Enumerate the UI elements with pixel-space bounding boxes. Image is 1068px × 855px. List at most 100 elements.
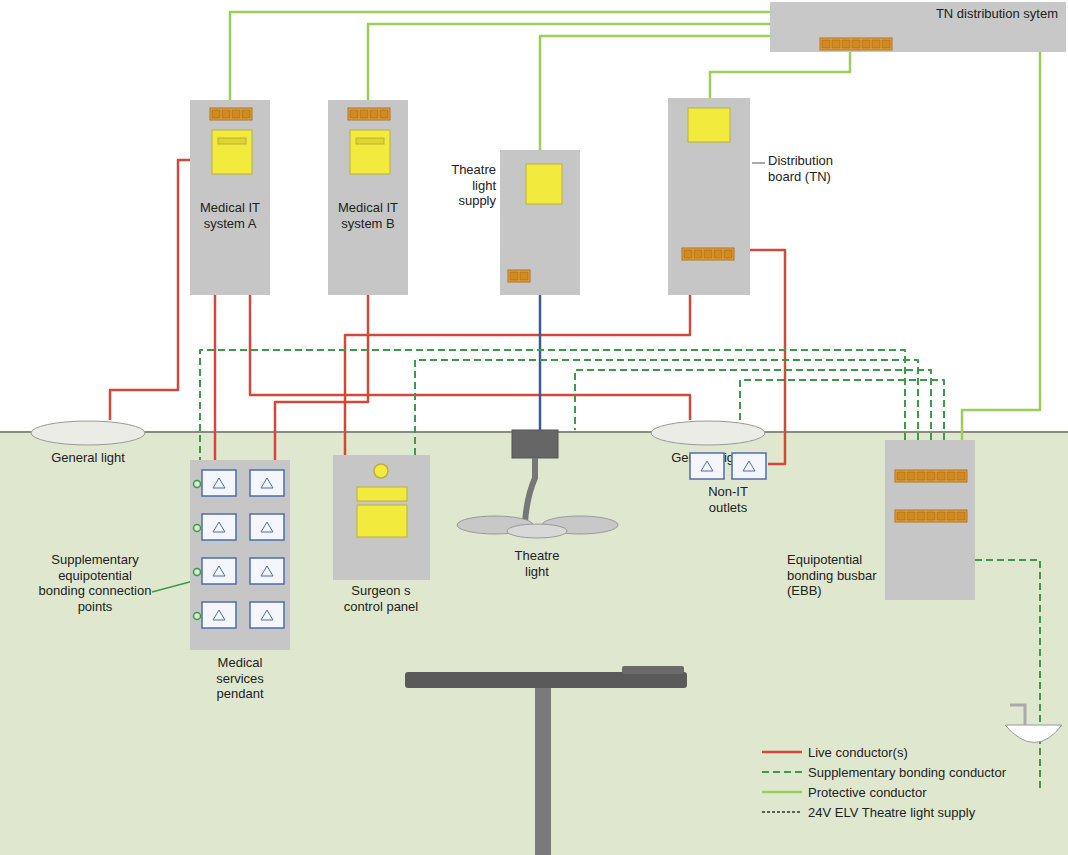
terminal	[520, 272, 528, 280]
terminal-block	[895, 510, 967, 522]
terminal	[957, 512, 965, 520]
node-decoration	[688, 452, 768, 480]
terminal	[897, 512, 905, 520]
legend-sample	[762, 747, 802, 757]
socket-pins	[261, 610, 273, 620]
socket-outlet	[250, 470, 284, 496]
lamp-shape	[31, 421, 145, 445]
node-decoration	[190, 460, 290, 650]
terminal	[212, 110, 220, 118]
terminal	[917, 472, 925, 480]
socket-pins	[213, 522, 225, 532]
component-block	[212, 130, 252, 174]
node-decoration	[190, 100, 270, 295]
terminal-block	[210, 108, 252, 120]
socket-pins	[743, 461, 755, 471]
legend-row: 24V ELV Theatre light supply	[762, 802, 1006, 822]
control-panel-box: Surgeon s control panel	[333, 455, 430, 580]
conductor-wire	[740, 380, 944, 440]
connection-point	[194, 613, 201, 620]
terminal	[380, 110, 388, 118]
terminal	[232, 110, 240, 118]
node-decoration	[885, 440, 975, 600]
terminal	[937, 512, 945, 520]
node-label: Equipotential bonding busbar (EBB)	[787, 552, 879, 599]
general-light: General light	[650, 420, 766, 446]
connection-point	[194, 481, 201, 488]
conductor-wire	[230, 12, 770, 100]
socket-pins	[261, 478, 273, 488]
legend-text: Supplementary bonding conductor	[808, 765, 1006, 780]
socket-outlets: Non-IT outlets	[688, 452, 768, 480]
legend-row: Supplementary bonding conductor	[762, 762, 1006, 782]
node-label: Distribution board (TN)	[768, 153, 860, 184]
socket-pins	[261, 566, 273, 576]
conductor-wire	[110, 160, 190, 420]
operating-table-head	[622, 666, 684, 674]
theatre-light: Theatre light	[455, 430, 620, 540]
legend-sample	[762, 787, 802, 797]
node-decoration	[30, 420, 146, 446]
terminal	[907, 472, 915, 480]
floor-ground	[0, 432, 1068, 855]
terminal	[947, 472, 955, 480]
socket-outlet	[732, 453, 766, 479]
legend-text: 24V ELV Theatre light supply	[808, 805, 975, 820]
node-decoration	[500, 150, 580, 295]
component-block	[526, 164, 562, 204]
legend-line	[762, 751, 802, 754]
node-label: TN distribution sytem	[778, 6, 1058, 22]
terminal	[897, 472, 905, 480]
socket-outlet	[202, 602, 236, 628]
legend-line	[762, 811, 802, 813]
socket-outlet	[202, 470, 236, 496]
legend-line	[762, 791, 802, 794]
terminal	[242, 110, 250, 118]
node-label: Surgeon s control panel	[341, 583, 421, 614]
component-block	[218, 138, 246, 144]
terminal	[350, 110, 358, 118]
conductor-wire	[250, 295, 690, 420]
conductor-wire	[710, 52, 850, 98]
node-decoration	[455, 430, 620, 540]
terminal	[724, 250, 732, 258]
conductor-wire	[214, 295, 217, 460]
socket-pins	[213, 478, 225, 488]
sink-basin	[1005, 725, 1062, 743]
terminal	[370, 110, 378, 118]
terminal	[822, 40, 830, 48]
distribution-system-box: TN distribution sytem	[770, 2, 1066, 52]
socket-pins	[261, 522, 273, 532]
component-block	[512, 430, 558, 458]
terminal	[832, 40, 840, 48]
lamp-shape	[651, 421, 765, 445]
terminal	[222, 110, 230, 118]
callout-label: Supplementary equipotential bonding conn…	[38, 552, 152, 614]
distribution-board-box: Distribution board (TN)	[668, 98, 750, 295]
terminal	[872, 40, 880, 48]
connection-point	[194, 525, 201, 532]
node-label: Medical services pendant	[205, 655, 275, 702]
socket-pins	[213, 566, 225, 576]
legend-text: Live conductor(s)	[808, 745, 908, 760]
node-label: Medical IT system B	[338, 200, 398, 231]
node-label: Medical IT system A	[200, 200, 260, 231]
terminal	[907, 512, 915, 520]
component-block	[357, 487, 407, 501]
legend-sample	[762, 767, 802, 777]
node-decoration	[333, 455, 430, 580]
component-block	[688, 108, 730, 142]
terminal	[684, 250, 692, 258]
node-decoration	[328, 100, 408, 295]
terminal	[927, 512, 935, 520]
socket-outlet	[202, 558, 236, 584]
terminal	[917, 512, 925, 520]
terminal	[842, 40, 850, 48]
legend-text: Protective conductor	[808, 785, 927, 800]
socket-outlet	[202, 514, 236, 540]
it-system-box: Medical IT system B	[328, 100, 408, 295]
terminal	[360, 110, 368, 118]
terminal-block	[682, 248, 734, 260]
